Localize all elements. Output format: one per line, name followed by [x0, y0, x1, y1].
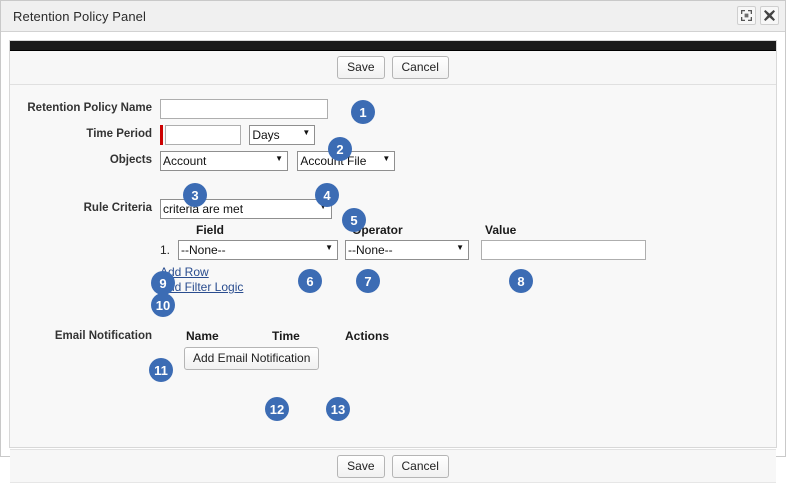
annotation-badge-6: 6: [298, 269, 322, 293]
label-retention-policy-name: Retention Policy Name: [27, 102, 152, 114]
annotation-badge-13: 13: [326, 397, 350, 421]
retention-policy-name-input[interactable]: [160, 99, 328, 119]
footer-action-bar: Save Cancel: [10, 450, 776, 483]
cancel-button-bottom[interactable]: Cancel: [391, 454, 449, 478]
annotation-badge-2: 2: [328, 137, 352, 161]
time-period-unit-select[interactable]: Days: [249, 125, 316, 145]
annotation-badge-8: 8: [509, 269, 533, 293]
row-add-row: Add Row: [10, 264, 776, 279]
label-email-notification: Email Notification: [54, 330, 152, 342]
annotation-badge-10: 10: [151, 293, 175, 317]
label-objects: Objects: [109, 154, 152, 166]
save-button-bottom[interactable]: Save: [337, 454, 385, 478]
row-objects: Objects Account Account File: [10, 151, 776, 171]
close-button[interactable]: [760, 6, 779, 25]
window-body: Save Cancel Retention Policy Name Time P…: [1, 32, 785, 483]
close-icon: [764, 10, 775, 21]
spacer-label: [10, 221, 160, 224]
save-button-top[interactable]: Save: [337, 56, 385, 79]
row-add-filter-logic: Add Filter Logic: [10, 280, 776, 294]
time-period-input[interactable]: [165, 125, 241, 145]
criteria-value-input[interactable]: [481, 240, 646, 260]
row-rule-criteria: Rule Criteria criteria are met: [10, 199, 776, 219]
add-filter-logic-link[interactable]: Add Filter Logic: [160, 280, 244, 294]
spacer-label-4: [10, 280, 160, 283]
spacer-label-5: [10, 347, 160, 350]
annotation-badge-11: 11: [149, 358, 173, 382]
maximize-button[interactable]: [737, 6, 756, 25]
window-title: Retention Policy Panel: [13, 9, 146, 24]
row-time-period: Time Period Days: [10, 125, 776, 145]
rule-criteria-select[interactable]: criteria are met: [160, 199, 332, 219]
annotation-badge-9: 9: [151, 271, 175, 295]
row-email-notification-headers: Email Notification Name Time Actions: [10, 328, 776, 344]
required-marker: [160, 125, 163, 145]
panel-accent-bar: [10, 41, 776, 51]
annotation-badge-12: 12: [265, 397, 289, 421]
label-time-period: Time Period: [86, 128, 152, 140]
cancel-button-top[interactable]: Cancel: [391, 56, 449, 79]
annotation-badge-3: 3: [183, 183, 207, 207]
email-column-name: Name: [186, 329, 219, 343]
footer-separator: [10, 449, 776, 450]
column-header-operator: Operator: [352, 223, 403, 237]
criteria-operator-select[interactable]: --None--: [345, 240, 469, 260]
label-rule-criteria: Rule Criteria: [83, 202, 152, 214]
criteria-field-select[interactable]: --None--: [178, 240, 338, 260]
objects-secondary-select[interactable]: Account File: [297, 151, 396, 171]
spacer-label-3: [10, 264, 160, 267]
row-retention-policy-name: Retention Policy Name: [10, 99, 776, 119]
email-column-actions: Actions: [345, 329, 390, 343]
window-titlebar: Retention Policy Panel: [1, 1, 785, 32]
annotation-badge-4: 4: [315, 183, 339, 207]
criteria-row: 1. --None-- --None--: [10, 240, 776, 260]
add-email-notification-button[interactable]: Add Email Notification: [184, 347, 320, 370]
column-header-field: Field: [196, 223, 225, 237]
email-column-time: Time: [272, 329, 300, 343]
objects-primary-select[interactable]: Account: [160, 151, 288, 171]
retention-policy-panel: Save Cancel Retention Policy Name Time P…: [9, 40, 777, 483]
column-header-value: Value: [485, 223, 517, 237]
annotation-badge-5: 5: [342, 208, 366, 232]
expand-icon: [741, 10, 752, 21]
criteria-row-index: 1.: [160, 243, 171, 257]
top-action-bar: Save Cancel: [10, 51, 776, 85]
window-controls: [737, 6, 779, 25]
spacer-label-2: [10, 240, 160, 243]
retention-policy-window: Retention Policy Panel: [0, 0, 786, 457]
row-add-email-notification: Add Email Notification: [10, 347, 776, 370]
row-criteria-headers: Field Operator Value: [10, 221, 776, 237]
annotation-badge-1: 1: [351, 100, 375, 124]
retention-policy-form: Retention Policy Name Time Period Days: [10, 85, 776, 483]
annotation-badge-7: 7: [356, 269, 380, 293]
